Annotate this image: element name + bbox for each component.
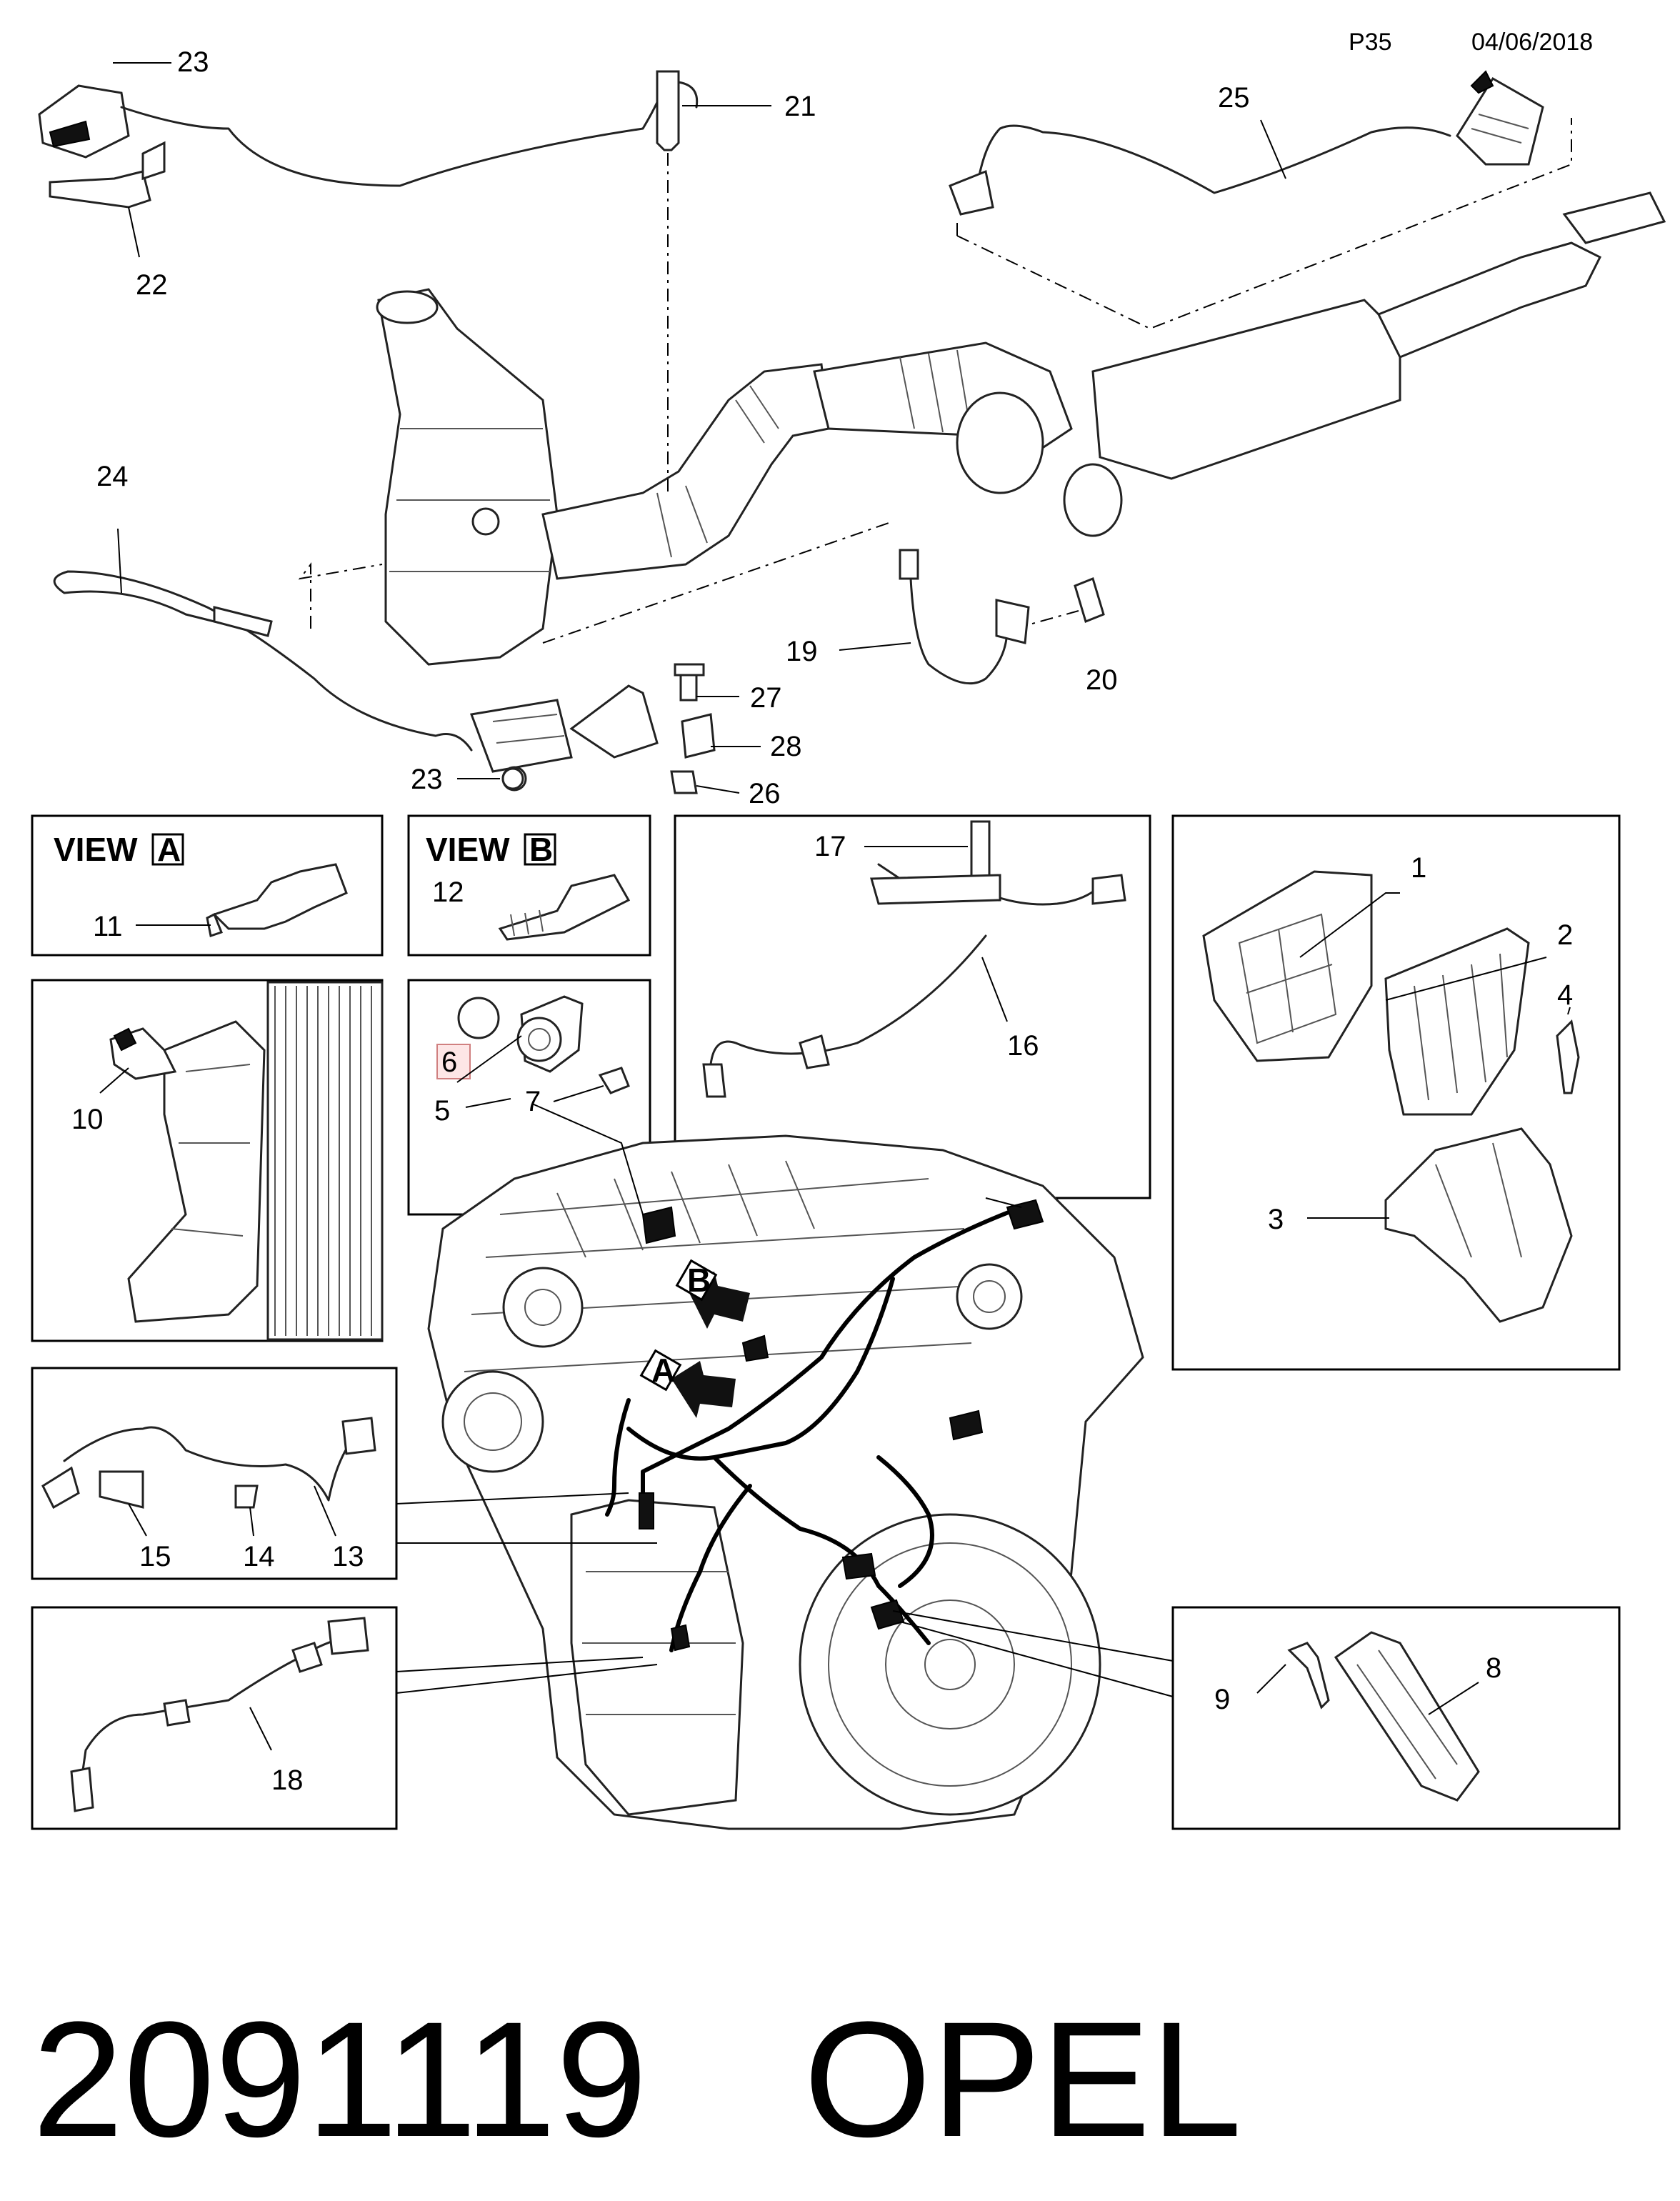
top-callouts: 23 21 22 25 24 19 20 27 28 26 23 — [96, 46, 1286, 809]
box-leaders — [396, 1103, 1174, 1697]
callout-21: 21 — [784, 91, 816, 122]
callout-5: 5 — [434, 1095, 450, 1127]
callout-24: 24 — [96, 461, 129, 492]
callout-2: 2 — [1557, 919, 1573, 951]
callout-23: 23 — [177, 46, 209, 78]
box-radiator: 10 — [31, 979, 384, 1342]
callout-20: 20 — [1086, 664, 1118, 696]
view-a-title: VIEW — [54, 831, 138, 868]
callout-18: 18 — [271, 1765, 304, 1796]
box-18: 18 — [31, 1606, 398, 1830]
callout-13: 13 — [332, 1541, 364, 1572]
box-ecu: 1 2 4 3 — [1171, 814, 1621, 1371]
callout-9: 9 — [1214, 1684, 1230, 1715]
callout-10: 10 — [71, 1104, 104, 1135]
callout-1: 1 — [1411, 852, 1426, 884]
callout-15: 15 — [139, 1541, 171, 1572]
top-left-harness — [38, 70, 699, 209]
arrow-a-label: A — [651, 1352, 675, 1389]
view-a-letter: A — [157, 831, 181, 868]
callout-4: 4 — [1557, 979, 1573, 1011]
callout-7: 7 — [525, 1086, 541, 1117]
highlight-box-6 — [436, 1044, 471, 1079]
callout-8: 8 — [1486, 1652, 1501, 1684]
callout-11: 11 — [93, 911, 123, 942]
callout-16: 16 — [1007, 1030, 1039, 1062]
callout-17: 17 — [814, 831, 846, 862]
view-b-title: VIEW — [426, 831, 510, 868]
view-a-box: VIEW A 11 — [31, 814, 384, 957]
diagram-date: 04/06/2018 — [1471, 29, 1593, 56]
callout-23b: 23 — [411, 764, 443, 795]
view-b-letter-box — [524, 833, 556, 866]
callout-14: 14 — [243, 1541, 275, 1572]
view-arrows: B A — [639, 1259, 750, 1418]
callout-3: 3 — [1268, 1204, 1284, 1235]
exhaust-assembly — [298, 71, 1666, 666]
callout-22: 22 — [136, 269, 168, 301]
wheel-speed-sensor — [899, 549, 1105, 685]
box-5-6-7: 6 5 7 — [407, 979, 651, 1216]
callout-26: 26 — [749, 778, 781, 809]
view-a-letter-box — [151, 833, 184, 866]
callout-6: 6 — [441, 1047, 457, 1078]
arrow-b-label: B — [687, 1262, 711, 1299]
left-harness — [53, 570, 659, 792]
callout-27: 27 — [750, 682, 782, 714]
box-13-14-15: 15 14 13 — [31, 1367, 398, 1580]
page-code: P35 — [1349, 29, 1392, 56]
top-right-sensor — [949, 70, 1544, 216]
callout-12: 12 — [432, 877, 464, 908]
engine-illustration — [427, 1134, 1144, 1830]
callout-19: 19 — [786, 636, 818, 667]
view-b-box: VIEW B 12 — [407, 814, 651, 957]
view-b-letter: B — [529, 831, 553, 868]
callout-28: 28 — [770, 731, 802, 762]
footer-part-number: 2091119 — [32, 1987, 647, 2171]
bracket-parts — [501, 663, 716, 794]
callout-25: 25 — [1218, 82, 1250, 114]
box-16-17: 17 16 — [674, 814, 1151, 1199]
footer-brand: OPEL — [804, 1987, 1242, 2171]
box-8-9: 9 8 — [1171, 1606, 1621, 1830]
